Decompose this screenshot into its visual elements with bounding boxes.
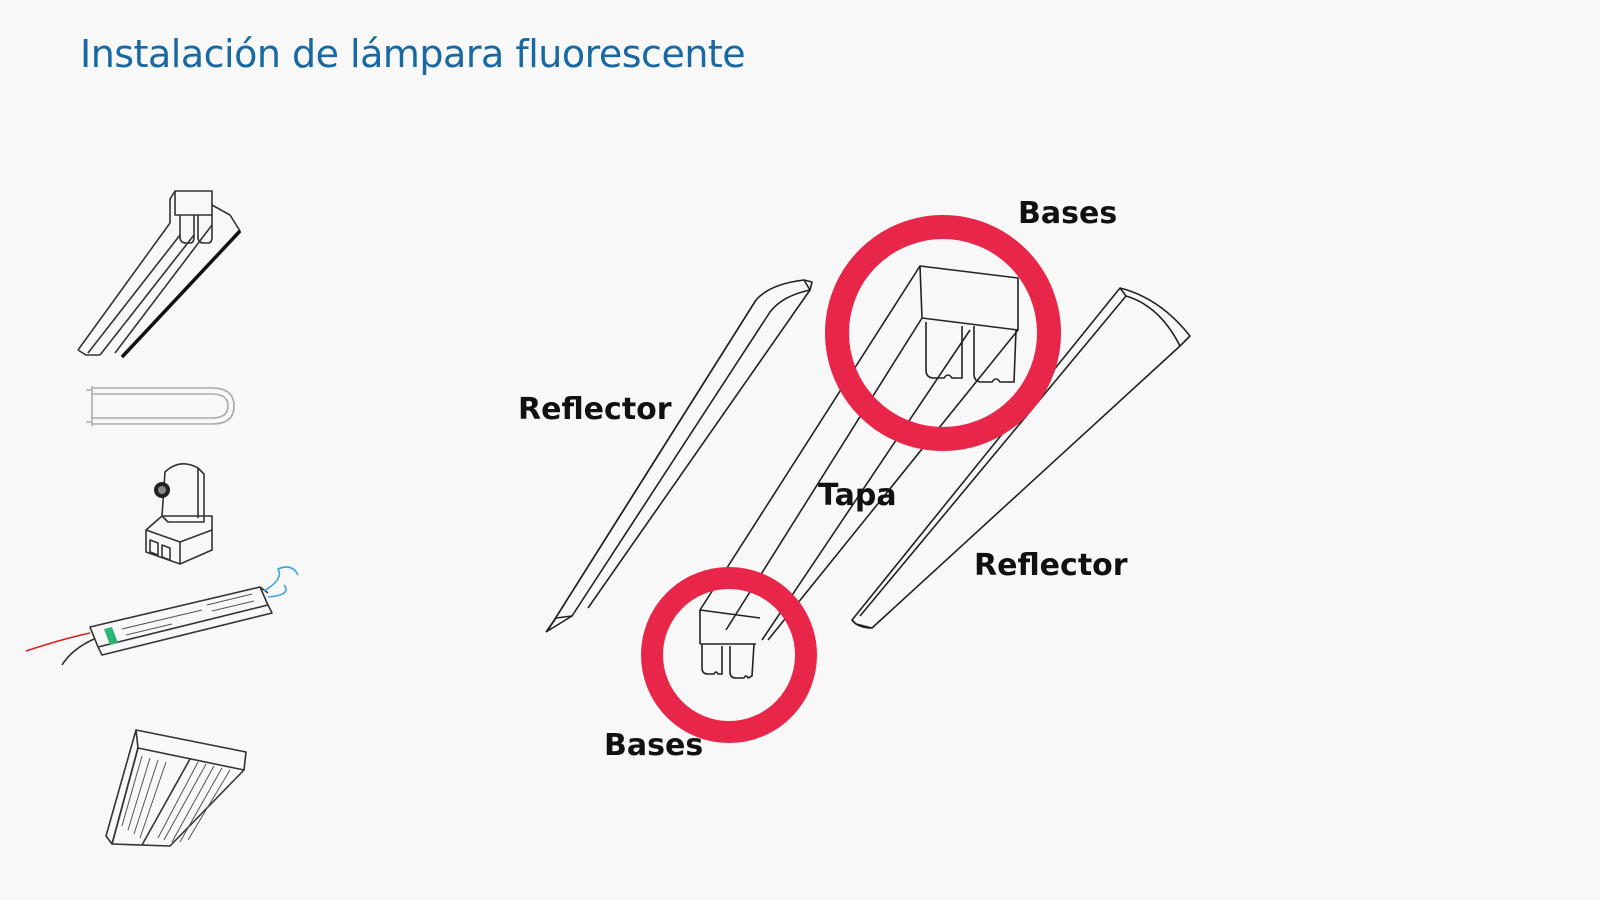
highlight-circle-top bbox=[825, 215, 1061, 451]
label-tapa: Tapa bbox=[818, 478, 897, 513]
page-title: Instalación de lámpara fluorescente bbox=[80, 32, 746, 76]
label-reflector-left: Reflector bbox=[518, 392, 672, 427]
label-bases-top: Bases bbox=[1018, 196, 1118, 231]
fixture-icon[interactable] bbox=[70, 185, 250, 360]
u-tube-icon[interactable] bbox=[82, 382, 242, 432]
ballast-icon[interactable] bbox=[22, 565, 302, 680]
tapa-channel bbox=[699, 265, 1019, 679]
highlight-circle-bottom bbox=[641, 567, 817, 743]
right-reflector bbox=[851, 287, 1191, 629]
lampholder-icon[interactable] bbox=[140, 460, 230, 575]
troffer-icon[interactable] bbox=[98, 726, 258, 856]
label-reflector-right: Reflector bbox=[974, 548, 1128, 583]
left-reflector bbox=[545, 279, 813, 633]
label-bases-bottom: Bases bbox=[604, 728, 704, 763]
